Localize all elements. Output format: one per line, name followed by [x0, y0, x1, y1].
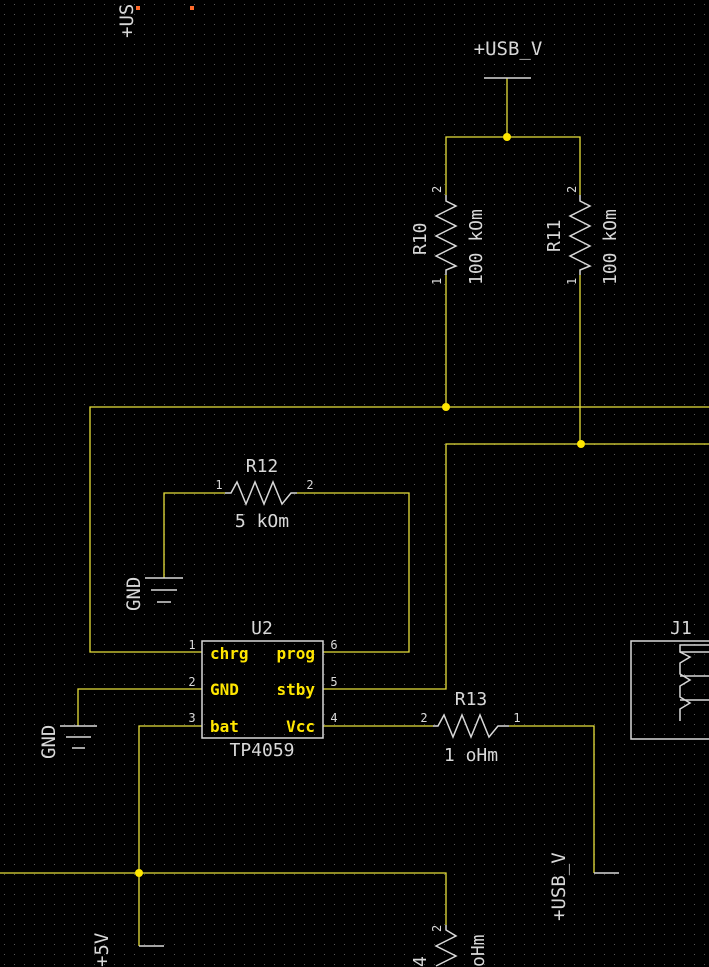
r13-pin1: 1	[513, 711, 520, 725]
r11-ref: R11	[544, 219, 565, 252]
r11-value: 100 kOm	[600, 209, 621, 285]
wire-r12-gnd	[163, 492, 225, 578]
u2-pin-num-6: 6	[330, 638, 337, 652]
u2-pin-vcc: Vcc	[286, 717, 315, 736]
r12-ref: R12	[246, 456, 279, 477]
r-bottom-value: oHm	[468, 934, 489, 967]
r13-body	[433, 713, 509, 739]
r12-pin2: 2	[306, 478, 313, 492]
u2-pin-num-5: 5	[330, 675, 337, 689]
r10-body	[434, 195, 458, 275]
net-label-5v: +5V	[91, 933, 113, 967]
net-label-usb-top: +USB_V	[474, 38, 543, 60]
r11-body	[568, 195, 592, 275]
u2-pin-bat: bat	[210, 717, 239, 736]
r12-value: 5 kOm	[235, 511, 289, 532]
wire-5v-bus	[0, 872, 447, 925]
r10-value: 100 kOm	[466, 209, 487, 285]
junction-chrg	[442, 403, 450, 411]
junction-usb	[503, 133, 511, 141]
j1-body	[630, 640, 709, 740]
r13-pin2: 2	[420, 711, 427, 725]
net-label-gnd-1: GND	[123, 577, 145, 611]
wire-chrg-net	[89, 406, 709, 653]
u2-body	[201, 640, 324, 739]
marker-1	[136, 6, 140, 10]
r11-pin1: 1	[565, 278, 579, 285]
u2-ref: U2	[251, 618, 273, 639]
orange-markers	[136, 6, 194, 10]
r11-pin2: 2	[565, 186, 579, 193]
r10-pin1: 1	[430, 278, 444, 285]
junction-stby	[577, 440, 585, 448]
r-bottom-pin2: 2	[430, 925, 444, 932]
junction-5v	[135, 869, 143, 877]
gnd-symbol-2	[60, 725, 97, 749]
wire-r13-usb	[509, 725, 595, 873]
wire-r12-prog	[297, 492, 410, 653]
net-label-gnd-2: GND	[38, 725, 60, 759]
u2-pin-gnd: GND	[210, 680, 239, 699]
u2-pin-chrg: chrg	[210, 644, 249, 663]
net-label-usb-cut: +US	[116, 4, 138, 38]
gnd-symbol-1	[145, 577, 183, 603]
junctions	[135, 133, 585, 877]
r13-value: 1 oHm	[444, 745, 498, 766]
r12-pin1: 1	[215, 478, 222, 492]
net-label-usb-right: +USB_V	[548, 852, 570, 921]
wire-gnd-pin	[77, 688, 202, 726]
r-bottom-ref: 4	[410, 956, 431, 967]
wire-usb-split	[445, 136, 581, 195]
u2-pin-num-1: 1	[188, 638, 195, 652]
r10-pin2: 2	[430, 186, 444, 193]
u2-part: TP4059	[229, 740, 294, 761]
u2-pin-stby: stby	[276, 680, 315, 699]
r12-body	[225, 480, 297, 506]
marker-2	[190, 6, 194, 10]
r10-ref: R10	[410, 222, 431, 255]
r13-ref: R13	[455, 689, 488, 710]
u2-pin-num-2: 2	[188, 675, 195, 689]
u2-pin-num-4: 4	[330, 711, 337, 725]
u2-pin-num-3: 3	[188, 711, 195, 725]
components	[60, 77, 709, 967]
u2-pin-prog: prog	[276, 644, 315, 663]
j1-ref: J1	[670, 618, 692, 639]
r-bottom-body	[434, 925, 458, 967]
